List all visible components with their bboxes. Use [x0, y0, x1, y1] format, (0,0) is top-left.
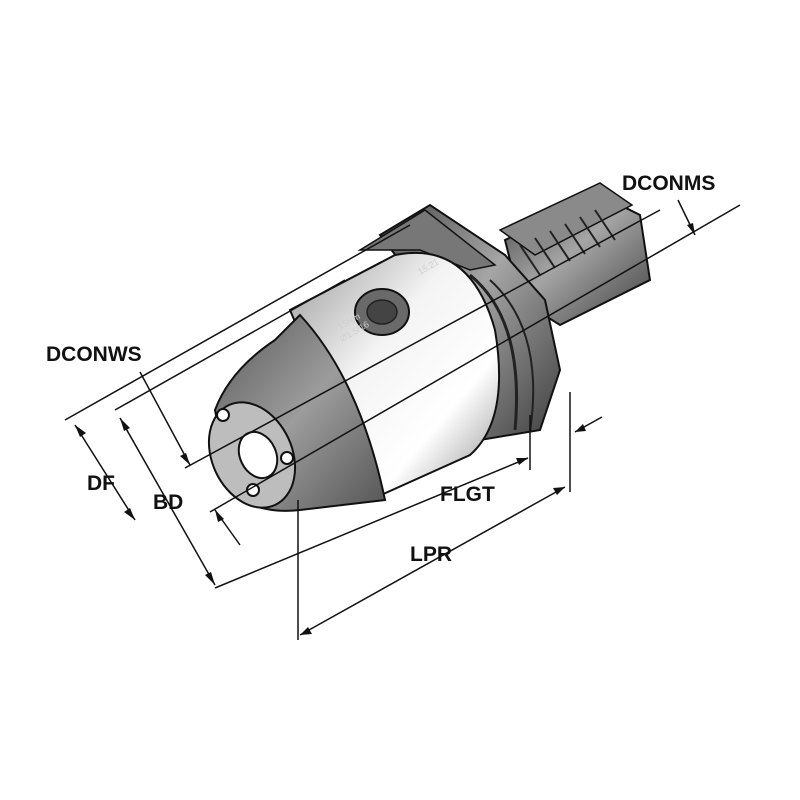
dimension-arrows: [75, 223, 695, 635]
threaded-shank: [498, 182, 652, 327]
dimension-lines: [64, 199, 741, 640]
label-dconms: DCONMS: [622, 172, 716, 195]
label-df: DF: [87, 472, 115, 495]
label-lpr: LPR: [410, 543, 452, 566]
label-bd: BD: [153, 491, 184, 514]
label-flgt: FLGT: [440, 483, 495, 506]
silver-body: 15.21 15Nm Ø1.5/16: [288, 251, 501, 502]
label-dconws: DCONWS: [46, 343, 142, 366]
